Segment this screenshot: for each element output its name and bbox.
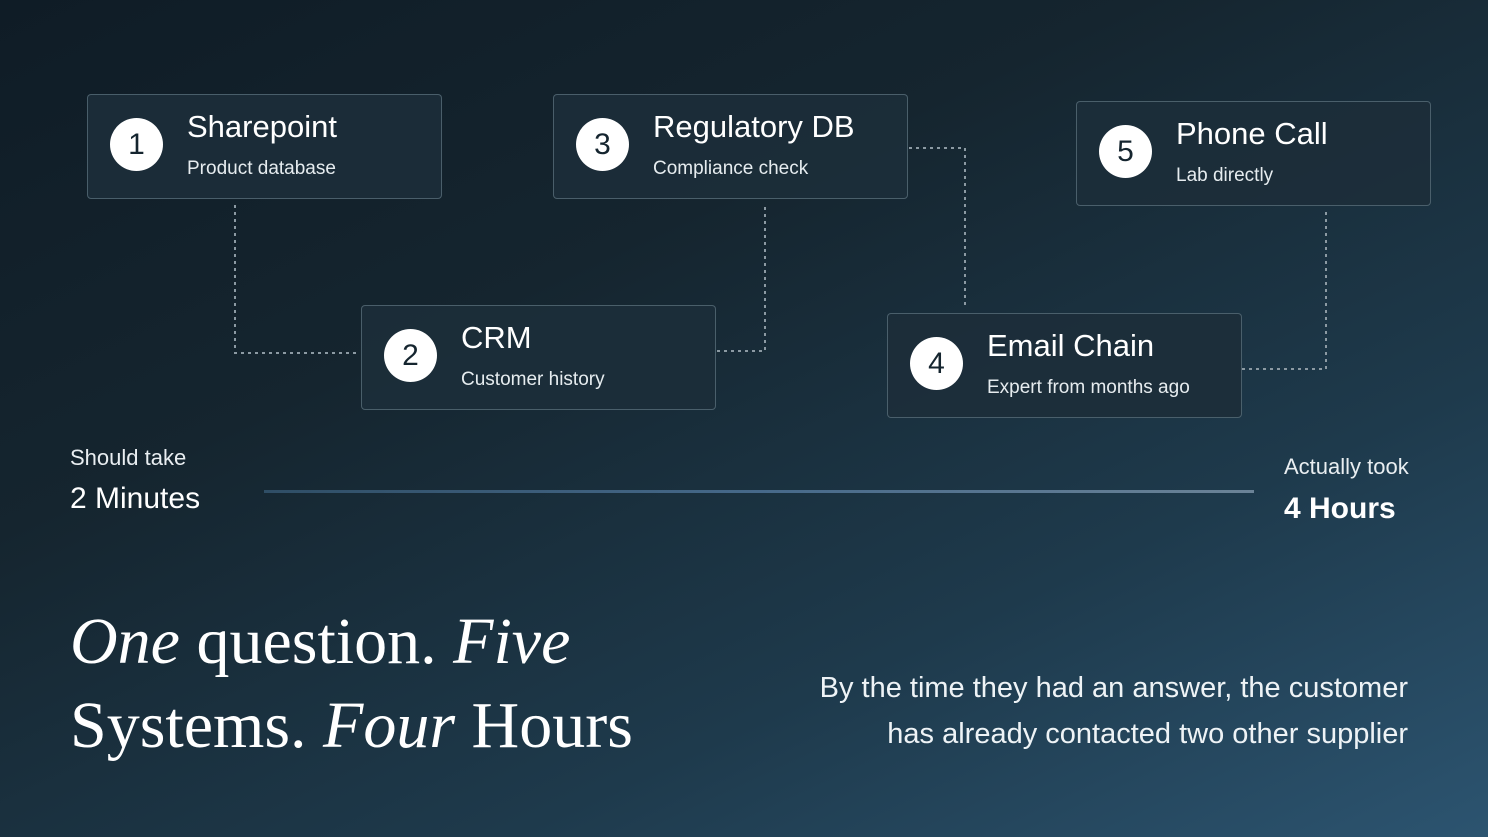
connector-4-5 [1242, 208, 1327, 370]
connector-2-3 [717, 205, 766, 352]
step-card-3: 3 Regulatory DB Compliance check [553, 94, 908, 199]
step-subtitle: Expert from months ago [987, 377, 1190, 398]
step-subtitle: Customer history [461, 369, 605, 390]
body-line-1: By the time they had an answer, the cust… [819, 672, 1408, 704]
step-card-4: 4 Email Chain Expert from months ago [887, 313, 1242, 418]
connector-1-2 [234, 205, 360, 354]
step-number-badge: 4 [910, 337, 963, 390]
step-card-1: 1 Sharepoint Product database [87, 94, 442, 199]
timeline-start-label: Should take [70, 445, 187, 470]
timeline-end-label: Actually took [1284, 454, 1409, 479]
step-title: Phone Call [1176, 116, 1328, 151]
step-number-badge: 3 [576, 118, 629, 171]
headline-one: One [70, 605, 180, 678]
timeline-bar [264, 490, 1254, 493]
step-title: Regulatory DB [653, 109, 855, 144]
step-subtitle: Compliance check [653, 158, 809, 179]
step-card-2: 2 CRM Customer history [361, 305, 716, 410]
headline-question: question. [179, 605, 454, 678]
step-title: Email Chain [987, 328, 1155, 363]
body-line-2: has already contacted two other supplier [887, 718, 1408, 750]
headline-five: Five [453, 605, 571, 678]
timeline-start-value: 2 Minutes [70, 482, 201, 515]
step-title: Sharepoint [187, 109, 337, 144]
step-number-badge: 1 [110, 118, 163, 171]
headline-four: Four [323, 689, 456, 762]
headline-hours: Hours [455, 689, 633, 762]
timeline-end-value: 4 Hours [1284, 492, 1396, 525]
connector-3-4 [909, 147, 966, 305]
step-card-5: 5 Phone Call Lab directly [1076, 101, 1431, 206]
step-title: CRM [461, 320, 532, 355]
headline-systems: Systems. [70, 689, 324, 762]
step-subtitle: Product database [187, 158, 336, 179]
step-number-badge: 2 [384, 329, 437, 382]
body-paragraph: By the time they had an answer, the cust… [728, 665, 1408, 757]
step-number-badge: 5 [1099, 125, 1152, 178]
step-subtitle: Lab directly [1176, 165, 1274, 186]
